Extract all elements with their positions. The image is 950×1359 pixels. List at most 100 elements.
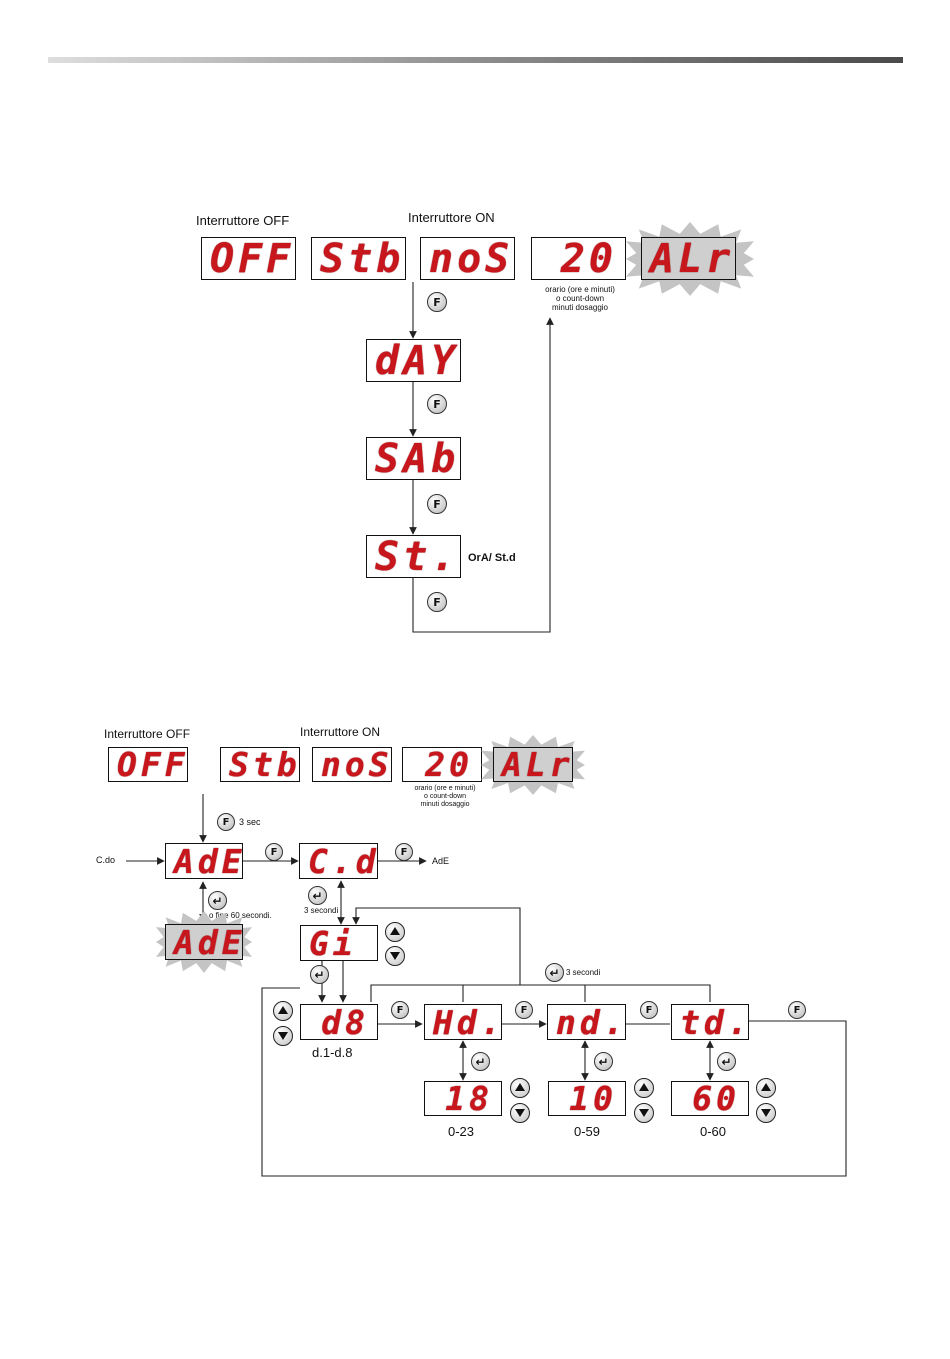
- down-arrow-icon: [385, 946, 405, 966]
- display-time: 20: [402, 747, 482, 782]
- display-ade-blink-text: AdE: [174, 924, 243, 960]
- display-stb-text: Stb: [229, 747, 300, 782]
- enter-icon: ↵: [594, 1052, 613, 1071]
- display-nd8: nd.8: [547, 1004, 626, 1040]
- display-day-text: dAY: [375, 339, 460, 382]
- display-stb: Stb: [220, 747, 300, 782]
- display-alarm-text: ALr: [502, 747, 573, 782]
- display-gio-text: Gi o: [309, 925, 377, 961]
- three-seconds-label: 3 secondi: [304, 906, 339, 915]
- f-button: F: [395, 843, 413, 861]
- display-td8: td.8: [671, 1004, 749, 1040]
- display-minute-value-text: 10: [569, 1081, 617, 1116]
- display-hd8-text: Hd.8: [433, 1004, 501, 1040]
- time-range-label: 0-60: [700, 1124, 727, 1139]
- display-time-value-text: 60: [692, 1081, 740, 1116]
- enter-icon: ↵: [471, 1052, 490, 1071]
- f-button: F: [427, 292, 447, 312]
- display-time-text: 20: [425, 747, 473, 782]
- display-nos-text: noS: [429, 237, 514, 280]
- enter-icon: ↵: [208, 891, 227, 910]
- display-gio: Gi o: [300, 925, 378, 961]
- display-minute-value: 10: [548, 1081, 626, 1116]
- hold-3sec-label: 3 sec: [239, 817, 261, 827]
- up-arrow-icon: [510, 1078, 530, 1098]
- time-note-line: orario (ore e minuti): [414, 785, 476, 792]
- display-alarm: ALr: [641, 237, 736, 280]
- f-button: F: [391, 1001, 409, 1019]
- f-button: F: [788, 1001, 806, 1019]
- display-std: St.d: [366, 535, 461, 578]
- display-hour-value-text: 18: [445, 1081, 493, 1116]
- display-time: 20: [531, 237, 626, 280]
- display-sab: SAb: [366, 437, 461, 480]
- display-hour-value: 18: [424, 1081, 502, 1116]
- display-off-text: OFF: [210, 237, 295, 280]
- header-rule: [48, 57, 903, 63]
- up-arrow-icon: [385, 922, 405, 942]
- display-ade-blink: AdE: [165, 924, 243, 960]
- display-nos-text: noS: [321, 747, 392, 782]
- timeout-note: o fine 60 secondi.: [209, 911, 272, 920]
- time-note-line: minuti dosaggio: [420, 801, 470, 808]
- display-d8-text: d8: [321, 1004, 369, 1040]
- f-button: F: [217, 813, 235, 831]
- display-nos: noS: [420, 237, 515, 280]
- label-switch-off: Interruttore OFF: [196, 213, 290, 228]
- display-time-value: 60: [671, 1081, 749, 1116]
- down-arrow-icon: [756, 1103, 776, 1123]
- hour-range-label: 0-23: [448, 1124, 475, 1139]
- enter-icon: ↵: [310, 965, 329, 984]
- display-off: OFF: [201, 237, 296, 280]
- f-button: F: [265, 843, 283, 861]
- display-nd8-text: nd.8: [556, 1004, 626, 1040]
- three-seconds-label: 3 secondi: [566, 968, 601, 977]
- time-note-line: o count-down: [555, 294, 605, 303]
- display-stb: Stb: [311, 237, 406, 280]
- display-cdo-text: C.do: [308, 843, 378, 879]
- up-arrow-icon: [273, 1001, 293, 1021]
- enter-icon: ↵: [308, 886, 327, 905]
- time-note-line: minuti dosaggio: [551, 303, 609, 312]
- display-sab-text: SAb: [375, 437, 460, 480]
- std-label: OrA/ St.d: [468, 552, 516, 564]
- cdo-input-label: C.do: [96, 855, 116, 865]
- time-note: orario (ore e minuti) o count-down minut…: [530, 285, 630, 312]
- ade-output-label: AdE: [432, 856, 450, 866]
- display-td8-text: td.8: [680, 1004, 748, 1040]
- time-note: orario (ore e minuti) o count-down minut…: [400, 785, 490, 809]
- display-time-text: 20: [560, 237, 617, 280]
- f-button: F: [515, 1001, 533, 1019]
- label-switch-off: Interruttore OFF: [104, 727, 191, 741]
- down-arrow-icon: [510, 1103, 530, 1123]
- display-off: OFF: [108, 747, 188, 782]
- time-note-line: o count-down: [423, 793, 467, 800]
- display-ade-text: AdE: [174, 843, 243, 879]
- minute-range-label: 0-59: [574, 1124, 601, 1139]
- time-note-line: orario (ore e minuti): [545, 285, 615, 294]
- enter-icon: ↵: [545, 963, 564, 982]
- label-switch-on: Interruttore ON: [408, 210, 495, 225]
- display-d8: d8: [300, 1004, 378, 1040]
- up-arrow-icon: [634, 1078, 654, 1098]
- f-button: F: [640, 1001, 658, 1019]
- up-arrow-icon: [756, 1078, 776, 1098]
- display-hd8: Hd.8: [424, 1004, 502, 1040]
- display-nos: noS: [312, 747, 392, 782]
- display-alarm: ALr: [493, 747, 573, 782]
- f-button: F: [427, 394, 447, 414]
- display-std-text: St.d: [375, 535, 460, 578]
- display-ade: AdE: [165, 843, 243, 879]
- enter-icon: ↵: [717, 1052, 736, 1071]
- display-alarm-text: ALr: [650, 237, 735, 280]
- display-stb-text: Stb: [320, 237, 405, 280]
- display-off-text: OFF: [117, 747, 188, 782]
- f-button: F: [427, 494, 447, 514]
- display-day: dAY: [366, 339, 461, 382]
- display-cdo: C.do: [299, 843, 378, 879]
- d8-range-label: d.1-d.8: [312, 1045, 353, 1060]
- f-button: F: [427, 592, 447, 612]
- label-switch-on: Interruttore ON: [300, 725, 381, 739]
- down-arrow-icon: [634, 1103, 654, 1123]
